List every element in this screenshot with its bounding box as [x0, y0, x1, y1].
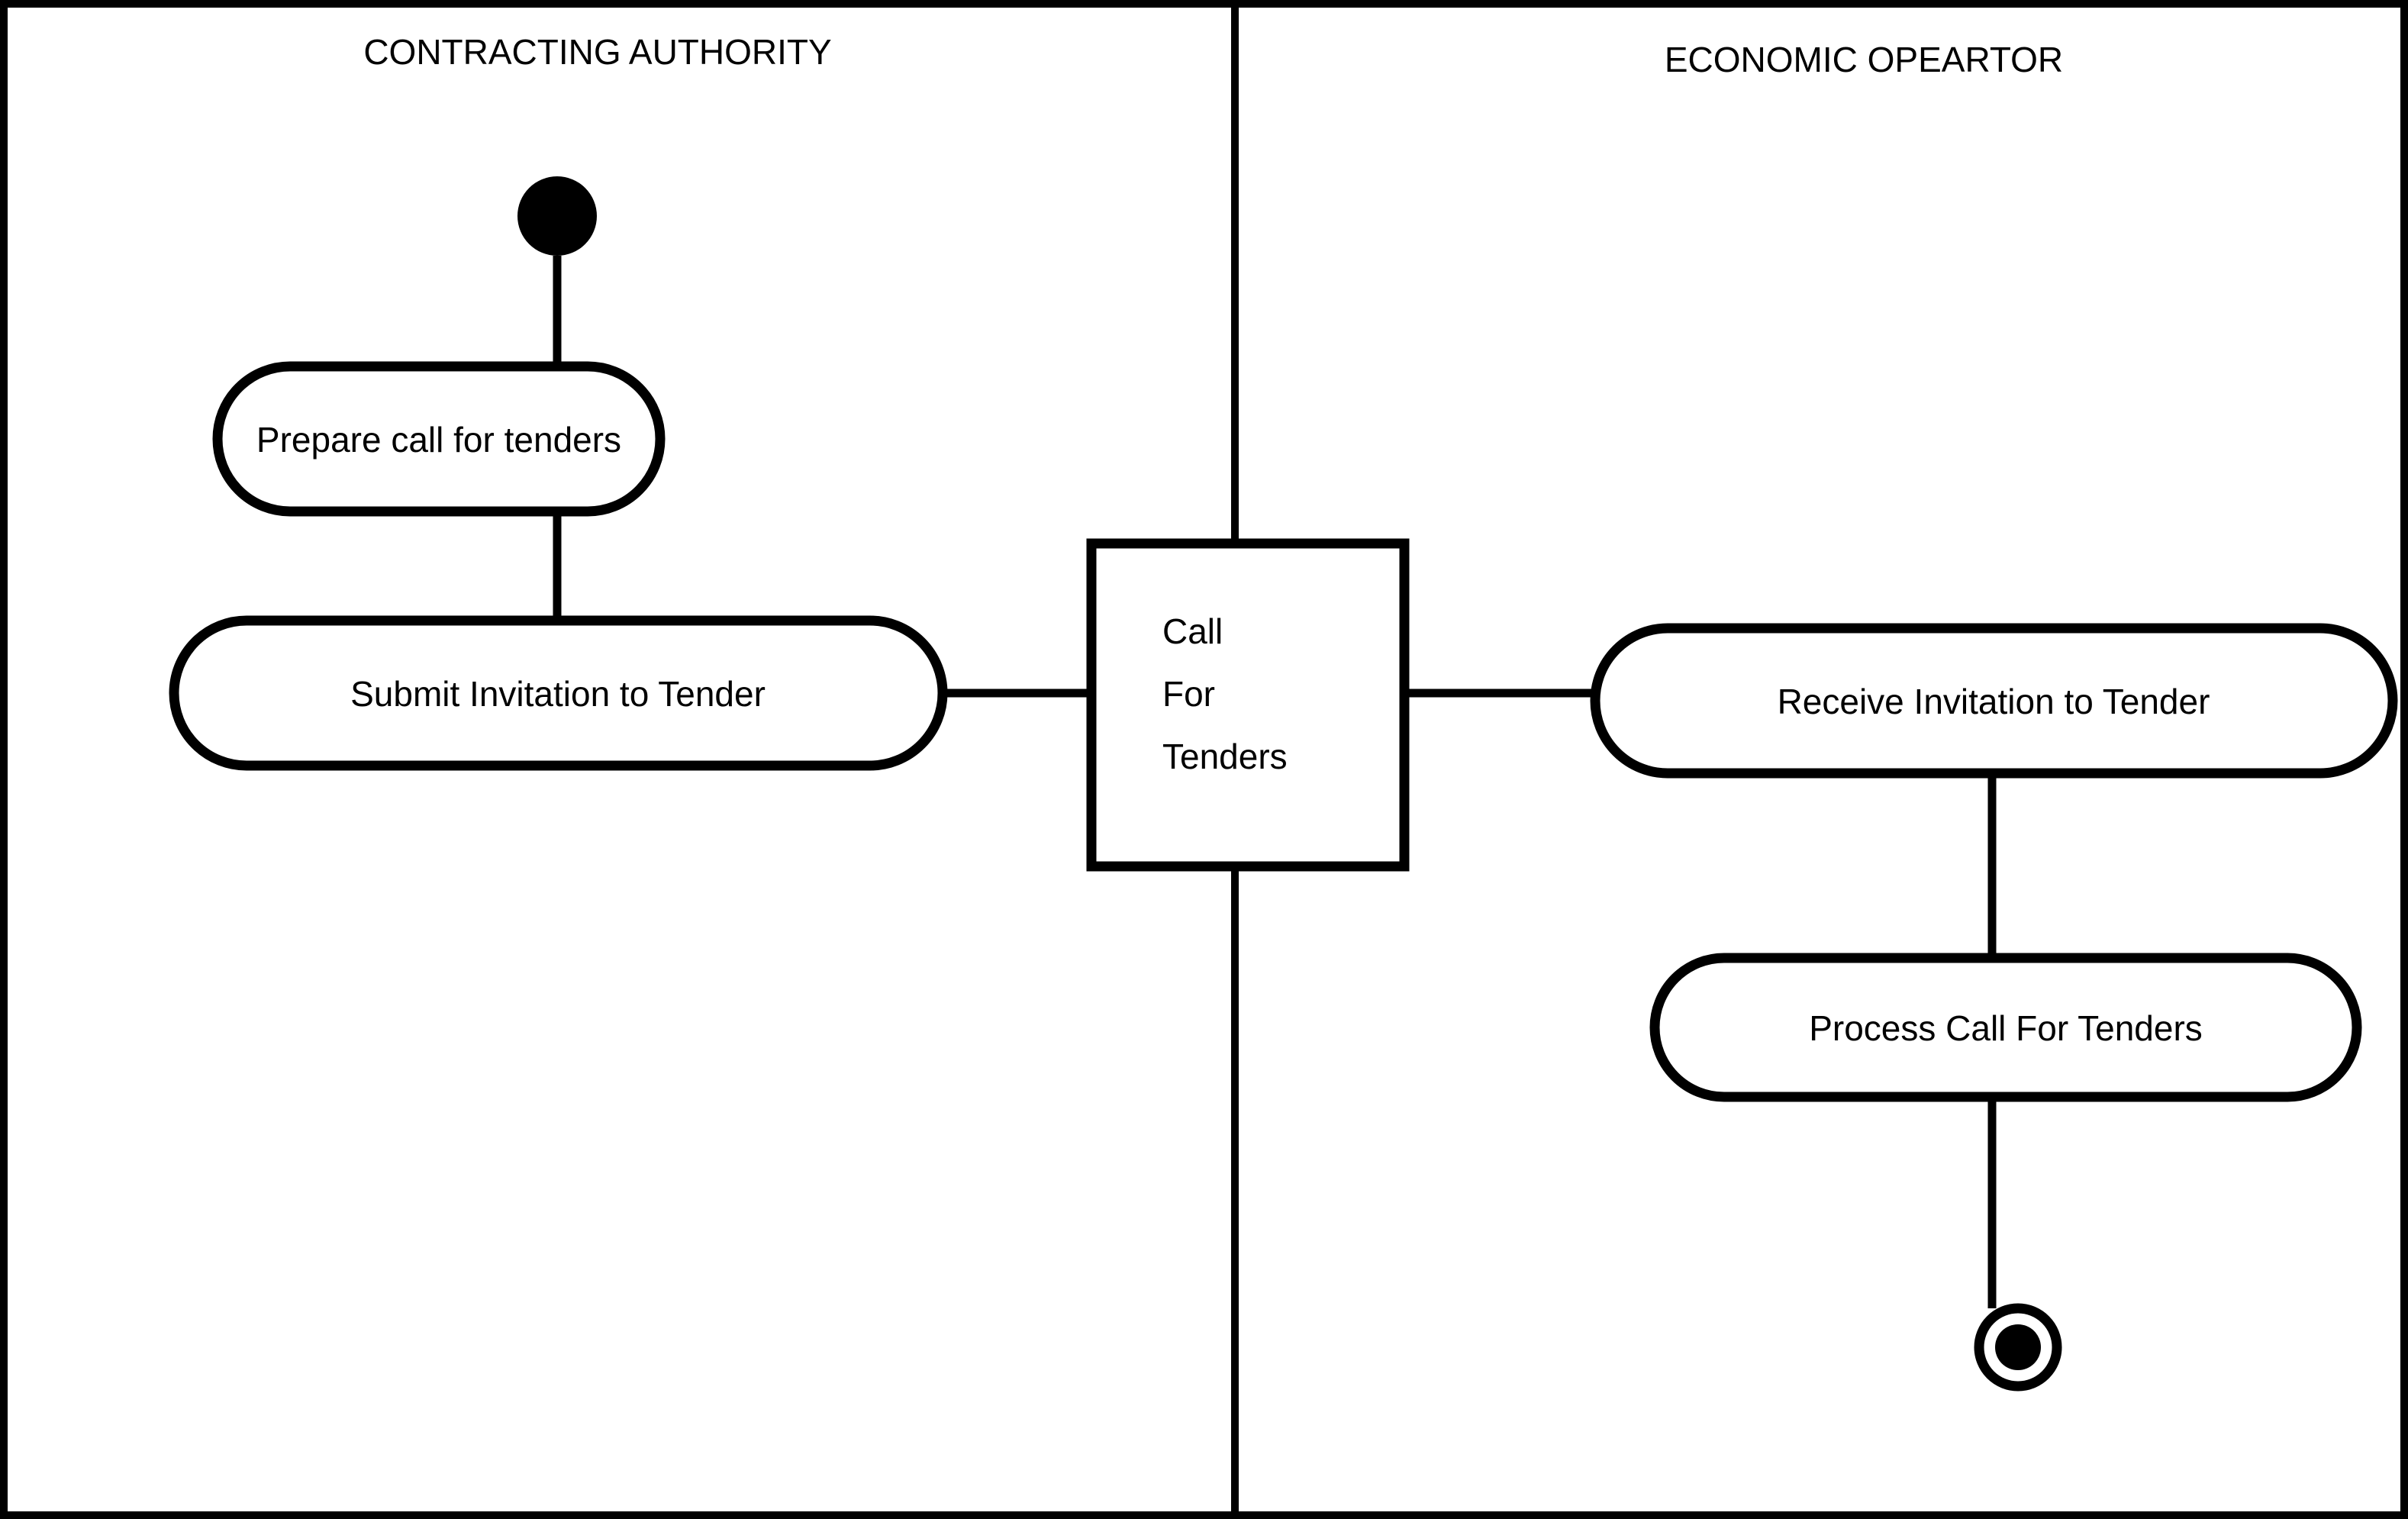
final-node-core-icon[interactable]	[1995, 1324, 2041, 1370]
activity-label-receive-invitation-to-tender: Receive Invitation to Tender	[1778, 682, 2210, 721]
object-label-line-1: Call	[1162, 611, 1223, 651]
object-label-line-2: For	[1162, 674, 1215, 714]
object-label-line-3: Tenders	[1162, 737, 1288, 776]
activity-node-submit-invitation-to-tender[interactable]	[169, 615, 948, 771]
object-node-call-for-tenders[interactable]	[1086, 538, 1410, 872]
activity-label-prepare-call-for-tenders: Prepare call for tenders	[256, 420, 621, 460]
initial-node-icon[interactable]	[517, 176, 597, 256]
activity-node-prepare-call-for-tenders[interactable]	[212, 361, 666, 517]
activity-label-submit-invitation-to-tender: Submit Invitation to Tender	[350, 674, 766, 714]
activity-node-process-call-for-tenders[interactable]	[1649, 953, 2362, 1102]
activity-label-process-call-for-tenders: Process Call For Tenders	[1809, 1008, 2203, 1048]
lane-title-economic-operator: ECONOMIC OPEARTOR	[1665, 40, 2063, 79]
activity-node-receive-invitation-to-tender[interactable]	[1590, 623, 2398, 779]
lane-title-contracting-authority: CONTRACTING AUTHORITY	[363, 32, 831, 72]
